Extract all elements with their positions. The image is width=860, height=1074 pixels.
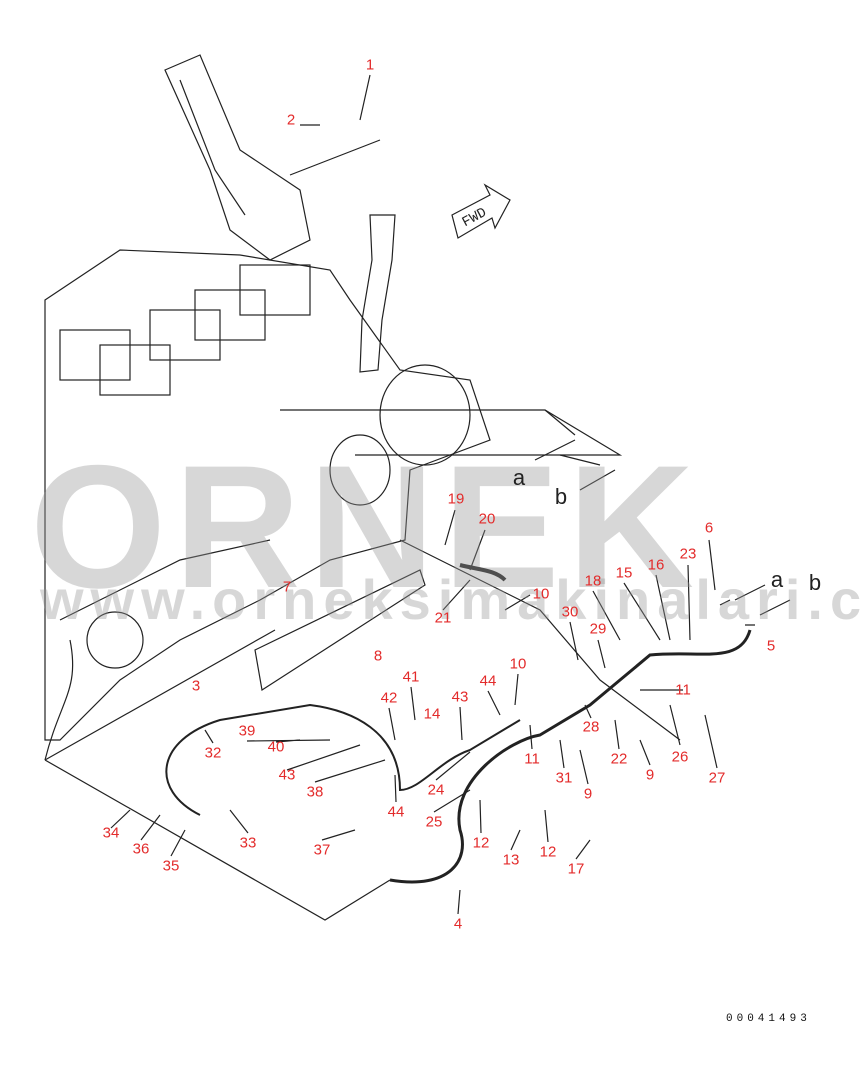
callout: 21 (434, 609, 452, 627)
callout: 33 (239, 834, 257, 852)
callout: 15 (615, 564, 633, 582)
view-marker-a: a (770, 567, 784, 592)
view-marker-b: b (808, 570, 822, 595)
callout: 18 (584, 572, 602, 590)
callout: 12 (539, 843, 557, 861)
callout: 16 (647, 556, 665, 574)
callout: 36 (132, 840, 150, 858)
callout: 43 (278, 766, 296, 784)
turbo-housing (379, 364, 471, 466)
callout: 32 (204, 744, 222, 762)
bracket (254, 569, 426, 691)
fwd-arrow (451, 183, 511, 239)
callout: 17 (567, 860, 585, 878)
exhaust-pipe (359, 214, 396, 373)
callout: 43 (451, 688, 469, 706)
callout: 25 (425, 813, 443, 831)
wire-harness (165, 703, 521, 816)
view-arrows (534, 439, 791, 616)
view-marker-b: b (554, 484, 568, 509)
view-marker-a: a (512, 465, 526, 490)
callout: 27 (708, 769, 726, 787)
callout: 13 (502, 851, 520, 869)
callout: 35 (162, 857, 180, 875)
callout: 19 (447, 490, 465, 508)
callout: 10 (509, 655, 527, 673)
callout: 42 (380, 689, 398, 707)
callout: 44 (479, 672, 497, 690)
callout: 4 (453, 915, 463, 933)
callout: 40 (267, 738, 285, 756)
callout: 24 (427, 781, 445, 799)
callout: 14 (423, 705, 441, 723)
callout: 28 (582, 718, 600, 736)
callout: 31 (555, 769, 573, 787)
callout: 26 (671, 748, 689, 766)
drawing-code: 00041493 (726, 1013, 811, 1025)
callout: 38 (306, 783, 324, 801)
callout: 41 (402, 668, 420, 686)
callout: 44 (387, 803, 405, 821)
callout: 9 (645, 766, 655, 784)
callout: 30 (561, 603, 579, 621)
callout: 11 (524, 750, 540, 768)
callout: 12 (472, 834, 490, 852)
watermark-url: www.orneksimakinalari.com.tr (40, 568, 860, 631)
watermark-logo: ORNEK (30, 430, 702, 625)
callout: 23 (679, 545, 697, 563)
intake-pipe (164, 54, 311, 261)
callout: 22 (610, 750, 628, 768)
callout: 2 (286, 111, 296, 129)
callout: 3 (191, 677, 201, 695)
callout: 34 (102, 824, 120, 842)
callout: 1 (365, 56, 375, 74)
callout: 37 (313, 841, 331, 859)
callout: 10 (532, 585, 550, 603)
callout: 6 (704, 519, 714, 537)
hose-4 (389, 629, 752, 884)
callout: 9 (583, 785, 593, 803)
callout: 11 (675, 681, 691, 699)
callout: 5 (766, 637, 776, 655)
callout: 8 (373, 647, 383, 665)
callout: 20 (478, 510, 496, 528)
callout: 7 (282, 578, 292, 596)
callout: 39 (238, 722, 256, 740)
callout: 29 (589, 620, 607, 638)
